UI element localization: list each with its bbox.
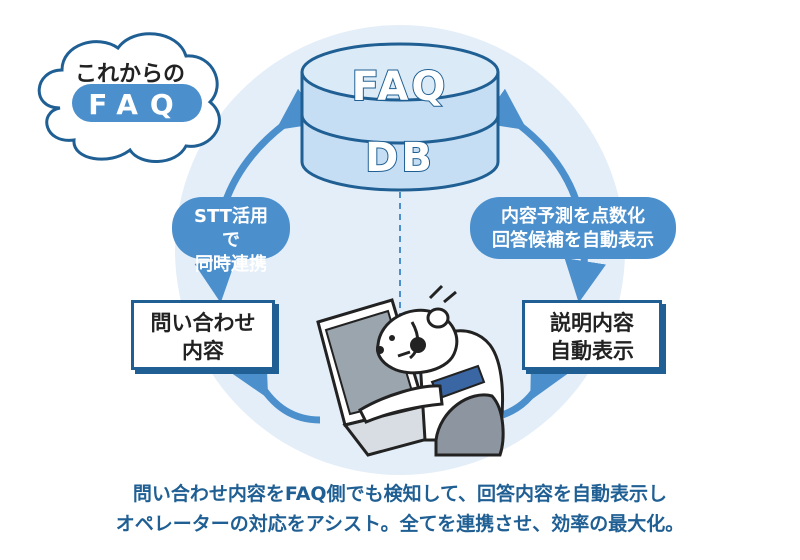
inquiry-box: 問い合わせ 内容 (131, 300, 275, 370)
caption-line-1: 問い合わせ内容をFAQ側でも検知して、回答内容を自動表示し (132, 483, 668, 505)
pill-left-line1: STT活用で (194, 206, 268, 251)
database-label-db: DB (364, 134, 435, 182)
box-left-line2: 内容 (182, 339, 224, 363)
database-cylinder-icon (300, 42, 500, 192)
pill-right-line2: 回答候補を自動表示 (492, 230, 654, 251)
explanation-box: 説明内容 自動表示 (522, 300, 662, 370)
faq-badge-icon (72, 84, 202, 122)
pill-left-line2: 同時連携 (195, 254, 267, 275)
box-right-line1: 説明内容 (550, 311, 634, 335)
operator-bear-illustration (316, 284, 505, 457)
stt-link-pill: STT活用で 同時連携 (172, 197, 290, 275)
prediction-pill: 内容予測を点数化 回答候補を自動表示 (470, 197, 676, 259)
box-right-line2: 自動表示 (550, 339, 634, 363)
cloud-title: これからの (74, 62, 185, 87)
pill-right-line1: 内容予測を点数化 (501, 206, 645, 227)
caption-line-2: オペレーターの対応をアシスト。全てを連携させ、効率の最大化。 (115, 513, 685, 535)
arrow-bottom-left (229, 351, 321, 424)
database-label-faq: FAQ (351, 63, 449, 111)
cloud-faq-label: FAQ (88, 88, 186, 121)
box-left-line1: 問い合わせ (150, 311, 256, 335)
